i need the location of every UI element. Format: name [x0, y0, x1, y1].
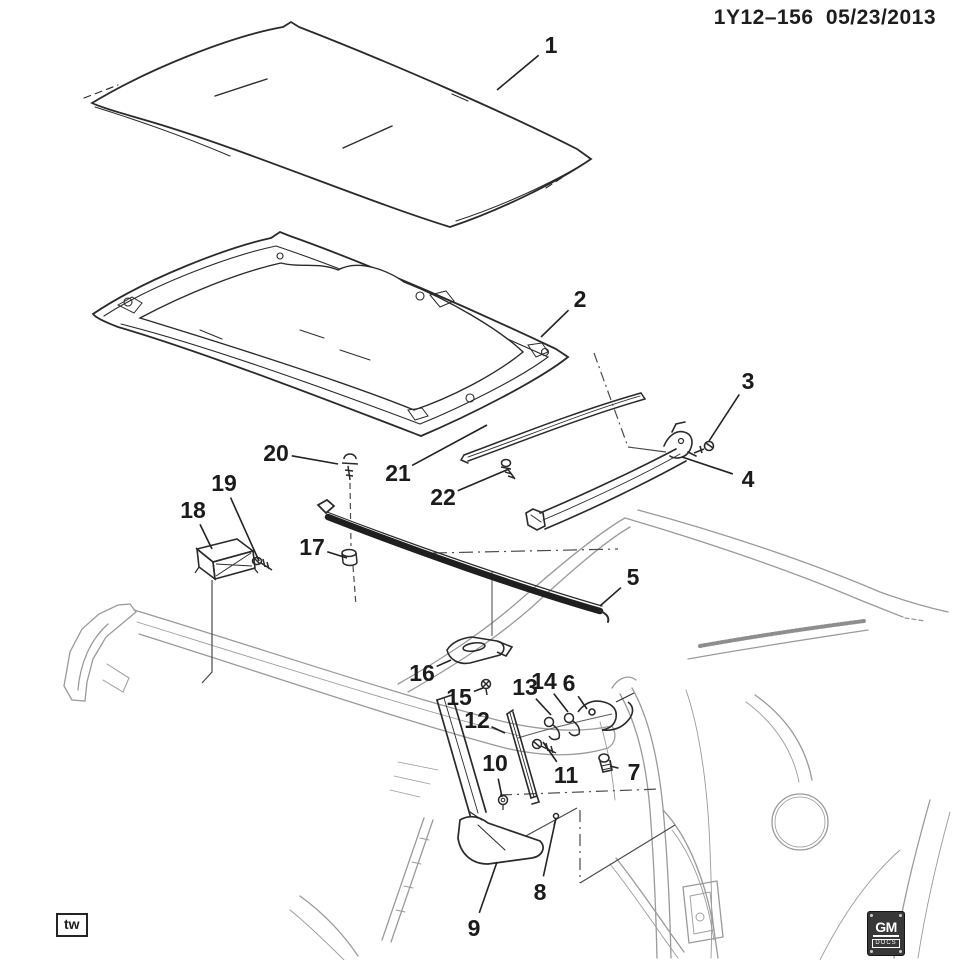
roof-frame-part-2 [91, 230, 570, 437]
deck-weatherstrip-serration [698, 619, 866, 648]
rod-line [517, 713, 613, 739]
bracket-part-6 [577, 692, 635, 732]
callout-label-13: 13 [512, 674, 538, 700]
drawing-number-header: 1Y12–156 05/23/2013 [708, 6, 936, 30]
callout-label-4: 4 [742, 466, 755, 492]
callout-label-16: 16 [409, 660, 435, 686]
bracket-part-18 [194, 538, 259, 581]
part-code: 1Y12–156 [713, 6, 814, 29]
strip-part-12 [506, 709, 541, 805]
callout-leader-3 [708, 393, 740, 442]
callout-label-8: 8 [534, 879, 547, 905]
callout-leader-12 [491, 726, 506, 734]
roof-panel-part-1 [83, 20, 593, 228]
callout-leader-5 [599, 586, 622, 607]
screw-part-15 [480, 678, 492, 696]
pillar-applique-part-9 [436, 694, 544, 865]
nut-part-17 [341, 548, 358, 567]
callout-label-14: 14 [531, 668, 557, 694]
screw-part-3 [693, 440, 715, 454]
callout-leader-15 [473, 687, 484, 693]
a-pillar-garnish [381, 817, 425, 941]
revision-date: 05/23/2013 [825, 6, 936, 29]
callout-leader-10 [497, 778, 503, 798]
grommet-part-10 [497, 794, 509, 810]
logo-rivet-icon [870, 914, 873, 917]
callout-label-11: 11 [554, 762, 579, 788]
rear-deck-line [624, 517, 904, 618]
callout-leader-13 [535, 698, 552, 716]
callout-leader-9 [478, 861, 498, 914]
logo-rivet-icon [899, 950, 902, 953]
callout-leader-20 [291, 455, 339, 465]
b-pillar [631, 687, 672, 959]
callout-label-18: 18 [180, 497, 206, 523]
callout-label-9: 9 [468, 915, 481, 941]
callout-leader-14 [553, 693, 569, 713]
weatherstrip-part-5 [316, 498, 610, 623]
callout-leader-1 [496, 54, 540, 91]
callout-label-19: 19 [211, 470, 237, 496]
door-shut-line [662, 809, 719, 959]
gm-logo: GM DOCS [867, 911, 905, 956]
callout-label-6: 6 [563, 670, 576, 696]
callout-label-20: 20 [263, 440, 289, 466]
fuel-door-circle [771, 793, 829, 851]
roof-opening-rear-edge [397, 517, 626, 685]
callout-leader-11 [542, 741, 558, 763]
door-latch-recess [682, 880, 724, 944]
bolt-part-7 [598, 753, 613, 773]
side-rail-retainer-part-4 [525, 421, 697, 531]
callout-leader-17 [327, 551, 348, 559]
logo-rivet-icon [899, 914, 902, 917]
callout-leader-21 [411, 424, 488, 467]
callout-label-7: 7 [628, 759, 641, 785]
author-initials-box: tw [56, 913, 88, 937]
callout-label-12: 12 [464, 707, 490, 733]
screw-part-20 [341, 453, 359, 481]
callout-leader-8 [542, 817, 557, 877]
gm-logo-subtext: DOCS [872, 938, 900, 948]
bolt-part-11 [531, 738, 557, 754]
callout-leader-16 [436, 659, 452, 668]
callout-leader-6 [577, 695, 588, 710]
callout-leader-19 [229, 497, 260, 562]
callout-label-10: 10 [482, 750, 508, 776]
callout-leader-7 [609, 765, 619, 769]
author-initials: tw [64, 916, 80, 932]
logo-rivet-icon [870, 950, 873, 953]
clip-part-13 [543, 716, 561, 741]
callout-leader-2 [540, 309, 570, 338]
callout-label-5: 5 [627, 564, 640, 590]
callout-leader-18 [199, 524, 213, 550]
striker-part-16 [446, 636, 514, 665]
callout-leader-22 [457, 468, 510, 492]
callout-label-15: 15 [446, 684, 472, 710]
windshield-header-hook [63, 603, 137, 702]
callout-label-17: 17 [299, 534, 325, 560]
callout-label-3: 3 [742, 368, 755, 394]
car-body-outline [63, 509, 951, 960]
callout-label-2: 2 [574, 286, 587, 312]
gm-logo-text: GM [873, 918, 899, 937]
callout-label-21: 21 [385, 460, 411, 486]
clip-part-14 [563, 712, 581, 737]
callout-label-1: 1 [545, 32, 558, 58]
callout-label-22: 22 [430, 484, 456, 510]
retainer-strip-part-21 [459, 392, 646, 464]
datum-lines [201, 352, 676, 884]
callout-leader-4 [681, 456, 734, 475]
